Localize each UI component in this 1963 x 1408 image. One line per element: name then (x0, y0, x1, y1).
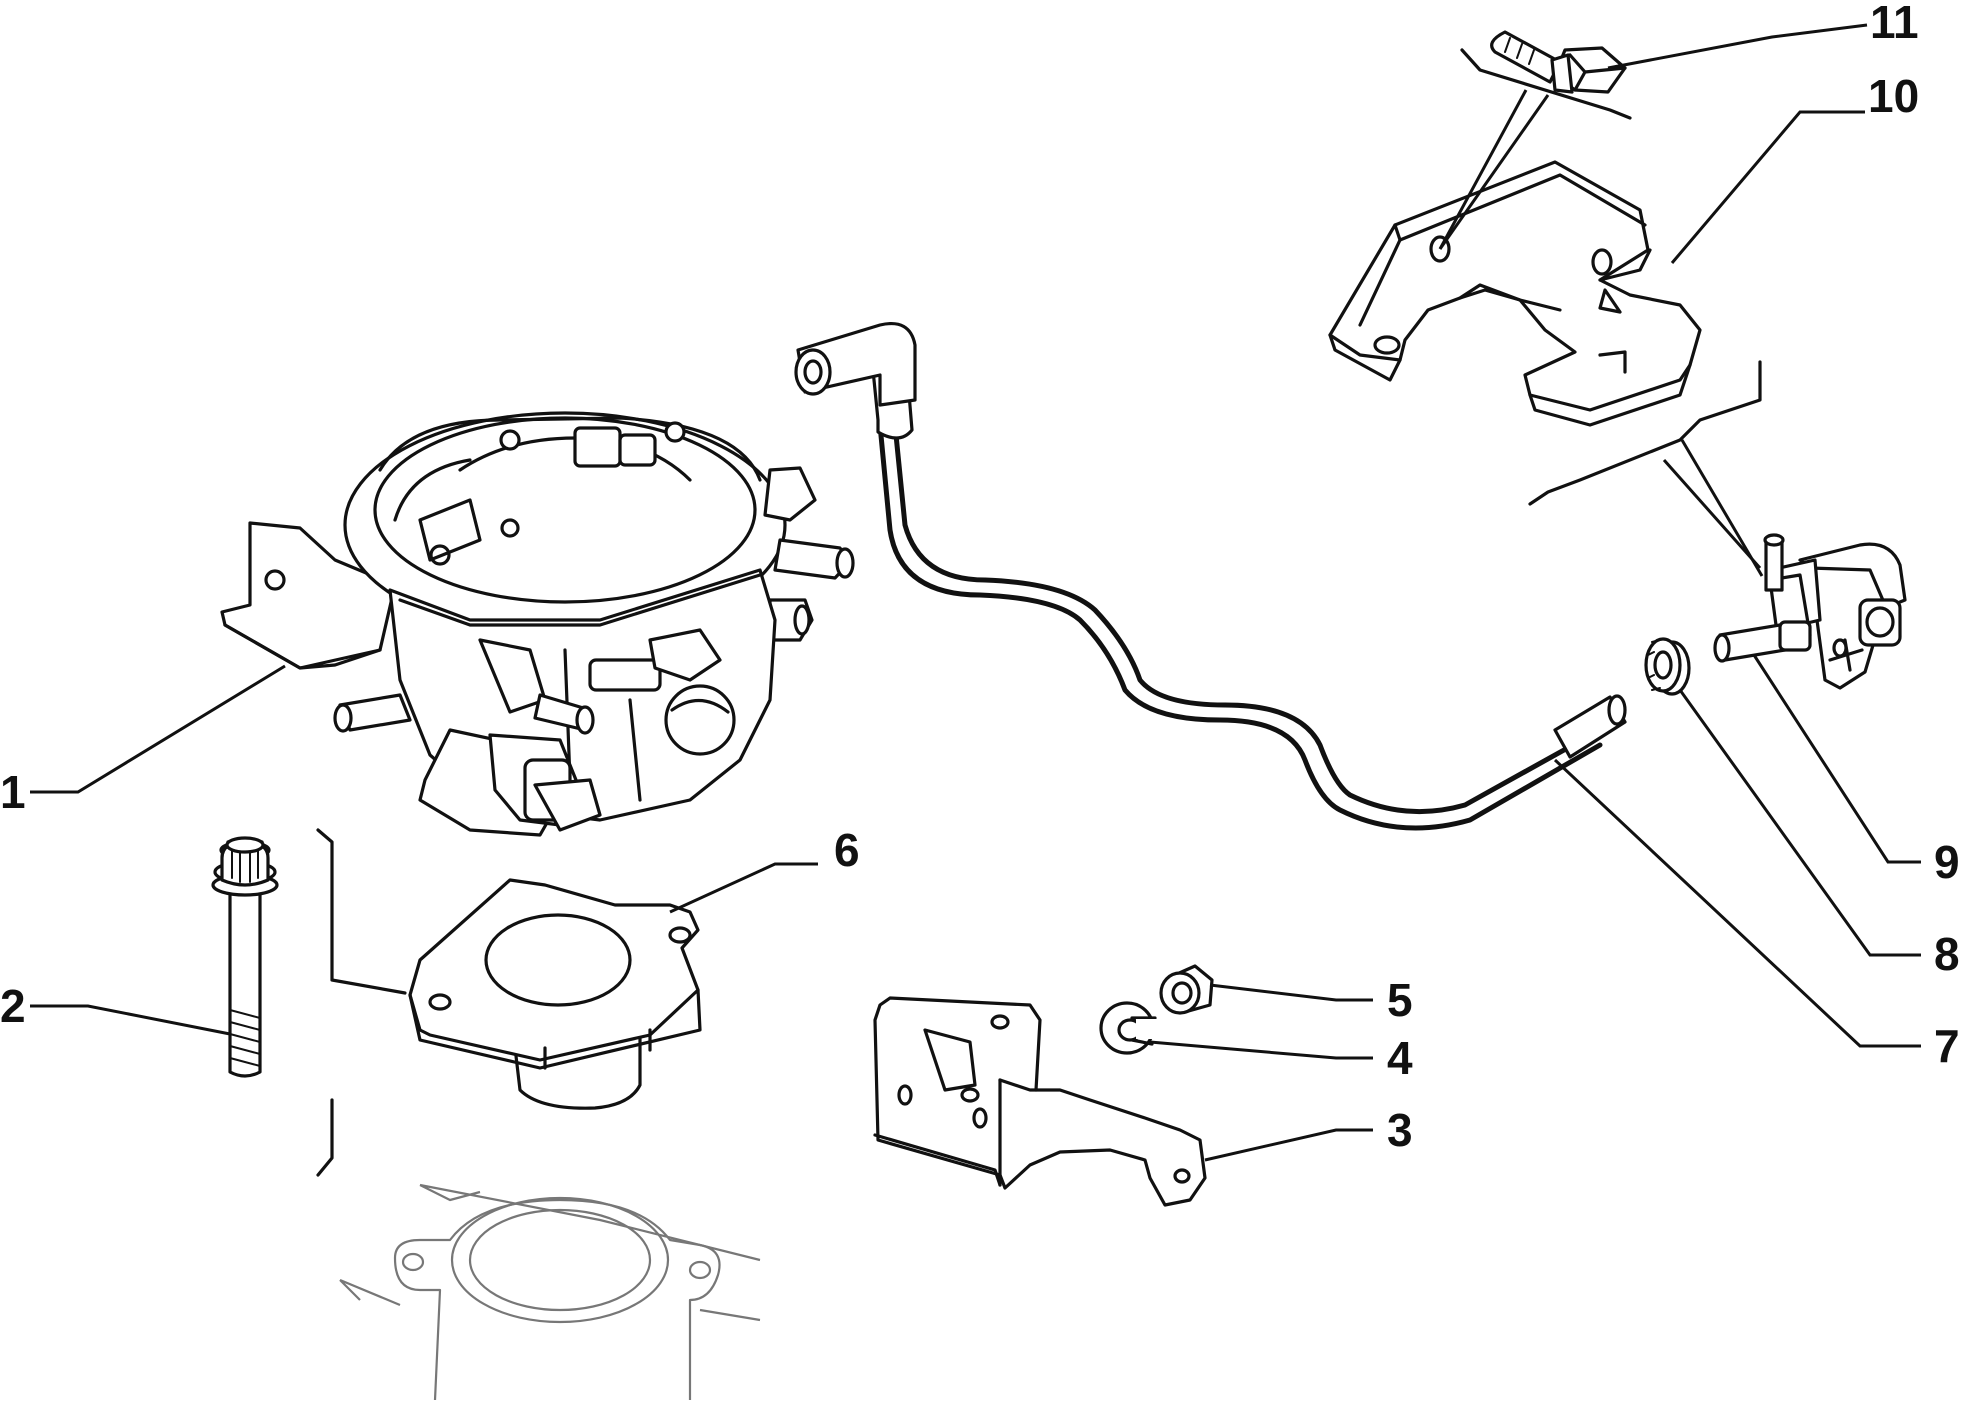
callout-2: 2 (0, 980, 26, 1032)
callout-6: 6 (834, 824, 860, 876)
callout-5: 5 (1387, 974, 1413, 1026)
callout-11: 11 (1870, 0, 1919, 48)
callout-3: 3 (1387, 1104, 1413, 1156)
part-5-hex-nut (1159, 964, 1214, 1015)
part-2-screw-with-washer (211, 836, 279, 1078)
bracket-reference-line (1460, 48, 1632, 120)
manifold-reference-outline (339, 1183, 761, 1401)
callout-9: 9 (1934, 836, 1960, 888)
part-11-hex-bolt (1490, 30, 1627, 94)
part-9-solenoid-valve (1713, 533, 1907, 690)
valve-reference-line (1528, 360, 1762, 506)
reference-bracket-line (316, 828, 407, 1177)
part-3-support-bracket (873, 996, 1207, 1207)
callout-7: 7 (1934, 1020, 1960, 1072)
callout-1: 1 (0, 766, 26, 818)
callout-labels: 1 2 3 4 5 6 7 8 9 10 11 (0, 0, 1960, 1156)
part-7-vacuum-hose (794, 322, 1627, 831)
part-6-throttle-spacer (408, 878, 702, 1110)
part-8-ring-nut (1644, 637, 1691, 696)
part-10-mounting-bracket (1328, 160, 1702, 427)
callout-4: 4 (1387, 1032, 1413, 1084)
leader-lines (30, 23, 1921, 1162)
callout-8: 8 (1934, 928, 1960, 980)
part-1-throttle-body (220, 411, 855, 837)
callout-10: 10 (1868, 70, 1919, 122)
part-4-spring-washer (1099, 1001, 1158, 1055)
